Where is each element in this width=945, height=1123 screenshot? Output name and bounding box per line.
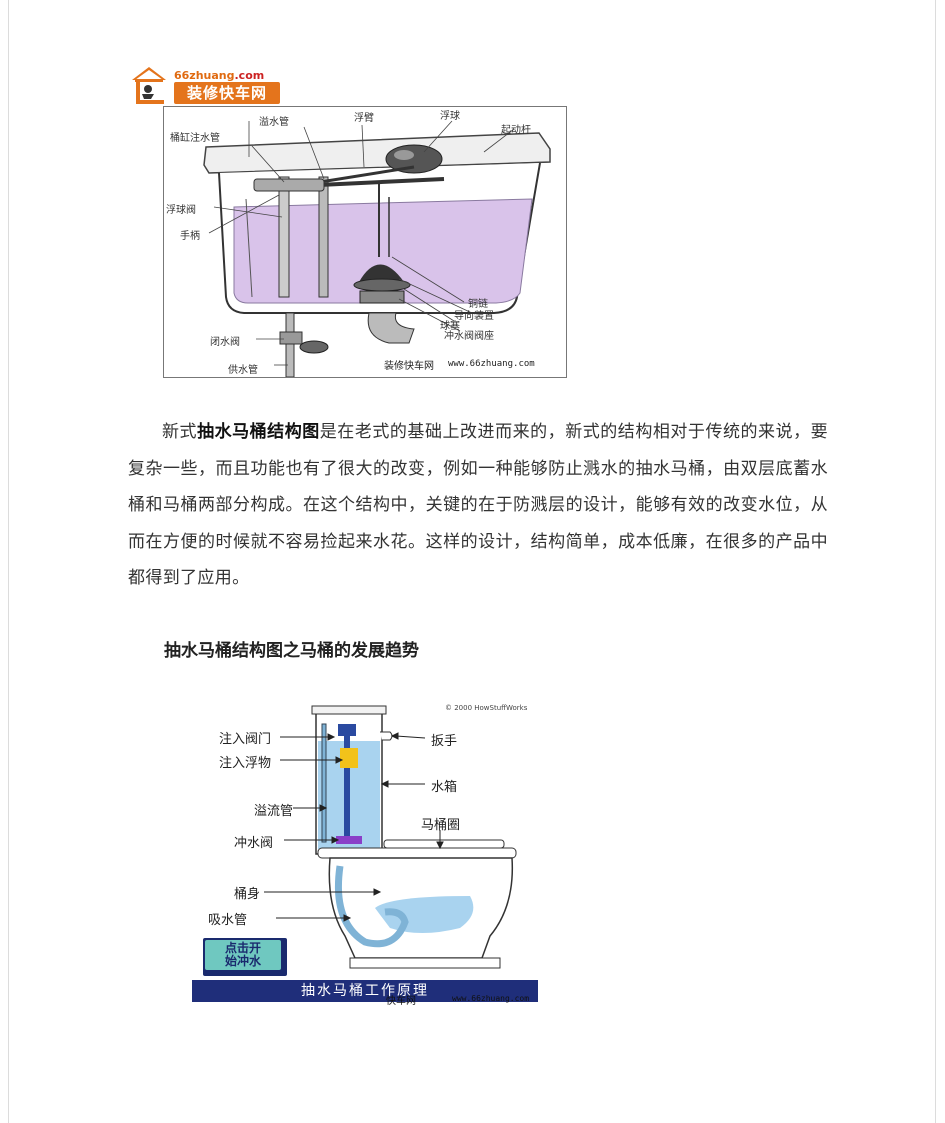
label-float-arm: 浮臂 (354, 113, 374, 124)
figure1-watermark-url: www.66zhuang.com (448, 359, 535, 369)
label-body: 桶身 (234, 887, 261, 902)
logo-url-prefix: 66zhuang (174, 69, 235, 82)
label-chain: 铜链 (468, 299, 488, 310)
section-heading: 抽水马桶结构图之马桶的发展趋势 (164, 641, 419, 661)
logo-url-suffix: .com (234, 69, 265, 82)
article-paragraph: 新式抽水马桶结构图是在老式的基础上改进而来的，新式的结构相对于传统的来说，要复杂… (128, 414, 828, 597)
paragraph-keyword: 抽水马桶结构图 (197, 422, 320, 442)
label-tank: 水箱 (431, 780, 458, 795)
tank-structure-diagram: 溢水管 浮臂 浮球 起动杆 桶缸注水管 浮球阀 手柄 铜链 导向装置 球塞 冲水… (163, 106, 567, 378)
page-left-border (8, 0, 9, 1123)
site-logo[interactable]: 66zhuang.com 装修快车网 (130, 64, 280, 108)
paragraph-body: 是在老式的基础上改进而来的，新式的结构相对于传统的来说，要复杂一些，而且功能也有… (128, 422, 828, 588)
figure2-watermark-url: www.66zhuang.com (452, 994, 530, 1003)
label-float-valve: 浮球阀 (166, 205, 196, 216)
label-supply-pipe: 供水管 (228, 365, 258, 376)
logo-url: 66zhuang.com (174, 69, 264, 82)
page-right-border (935, 0, 936, 1123)
label-flush-valve: 冲水阀 (234, 836, 274, 851)
figure1-watermark-name: 装修快车网 (384, 361, 434, 372)
label-flush-valve-seat: 冲水阀阀座 (444, 331, 494, 342)
label-shutoff-valve: 闭水阀 (210, 337, 240, 348)
copyright-notice: © 2000 HowStuffWorks (445, 704, 528, 712)
label-handle: 扳手 (431, 734, 458, 749)
label-bowl-refill: 桶缸注水管 (170, 133, 220, 144)
label-lever: 起动杆 (501, 125, 531, 136)
label-handle: 手柄 (180, 231, 200, 242)
start-flush-line1: 点击开 (224, 941, 261, 955)
paragraph-prefix: 新式 (162, 422, 198, 442)
label-float-ball: 浮球 (440, 111, 460, 122)
figure2-watermark-name: 快车网 (386, 996, 416, 1006)
label-overflow-tube: 溢流管 (254, 804, 294, 819)
label-fill-valve: 注入阀门 (219, 732, 272, 747)
label-guide: 导向装置 (454, 311, 494, 322)
figure2-caption: 抽水马桶工作原理 (192, 980, 538, 1002)
label-seat: 马桶圈 (421, 818, 461, 833)
label-overflow-pipe: 溢水管 (259, 117, 289, 128)
toilet-diagram-drawing (264, 705, 517, 969)
toilet-working-diagram: © 2000 HowStuffWorks 注入阀门 注入浮物 溢流管 冲水阀 桶… (190, 696, 568, 1006)
house-logo-icon (132, 67, 166, 104)
logo-name: 装修快车网 (174, 82, 280, 104)
tank-diagram-drawing (203, 120, 551, 377)
start-flush-line2: 始冲水 (224, 954, 261, 968)
start-flush-button[interactable]: 点击开 始冲水 (203, 938, 287, 976)
label-siphon: 吸水管 (208, 913, 248, 928)
label-stopper: 球塞 (440, 321, 460, 332)
label-fill-float: 注入浮物 (219, 756, 272, 771)
